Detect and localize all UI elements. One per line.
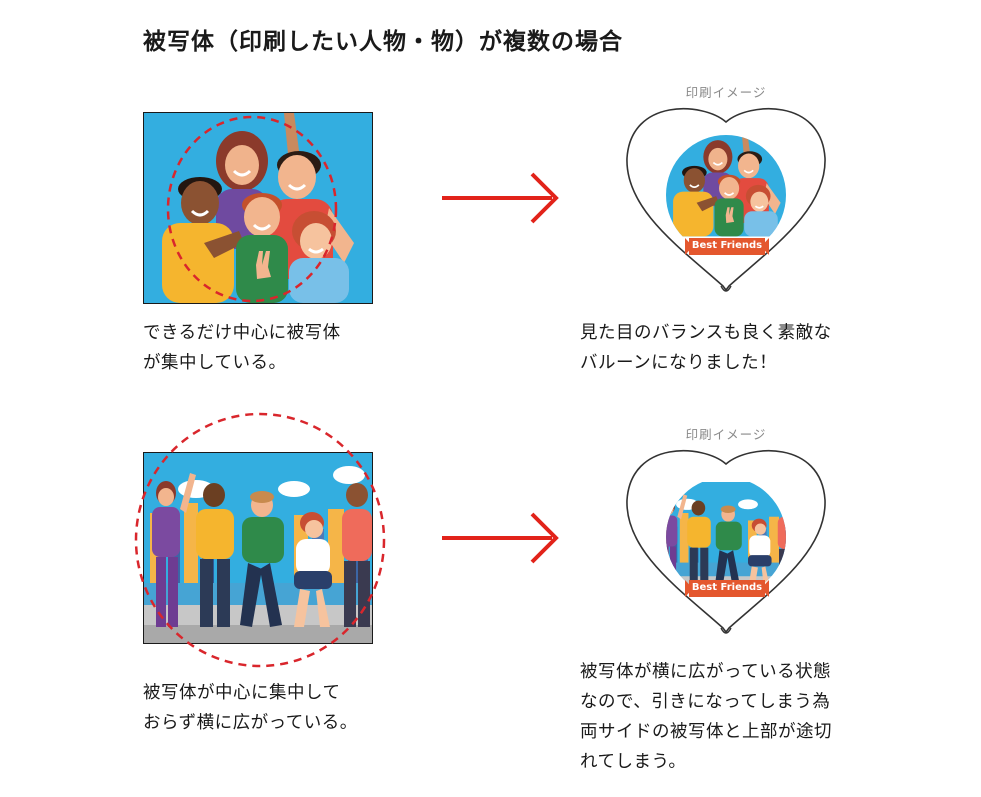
heart-balloon-icon <box>626 107 826 292</box>
right-arrow-icon <box>442 172 559 224</box>
caption-bad: 被写体が中心に集中して おらず横に広がっている。 <box>143 678 358 738</box>
balloon-badge-text: Best Friends <box>691 582 763 593</box>
result-line: なので、引きになってしまう為 <box>580 692 831 712</box>
caption-line: 被写体が中心に集中して <box>143 683 341 703</box>
page-title: 被写体（印刷したい人物・物）が複数の場合 <box>143 29 623 55</box>
right-arrow-icon <box>442 512 559 564</box>
result-bad: 被写体が横に広がっている状態 なので、引きになってしまう為 両サイドの被写体と上… <box>580 657 832 777</box>
caption-line: が集中している。 <box>143 353 287 373</box>
result-good: 見た目のバランスも良く素敵な バルーンになりました！ <box>580 318 832 378</box>
result-line: れてしまう。 <box>580 752 687 772</box>
selfie-photo <box>143 112 373 304</box>
result-line: 見た目のバランスも良く素敵な <box>580 323 832 343</box>
city-photo <box>143 452 373 644</box>
balloon-label: 印刷イメージ <box>685 85 767 100</box>
balloon-badge-text: Best Friends <box>691 240 763 251</box>
heart-balloon-icon <box>626 449 826 634</box>
balloon-label: 印刷イメージ <box>685 427 767 442</box>
result-line: 両サイドの被写体と上部が途切 <box>580 722 832 742</box>
caption-good: できるだけ中心に被写体 が集中している。 <box>143 318 341 378</box>
result-line: バルーンになりました！ <box>580 353 778 373</box>
caption-line: おらず横に広がっている。 <box>143 713 358 733</box>
caption-line: できるだけ中心に被写体 <box>143 323 341 343</box>
result-line: 被写体が横に広がっている状態 <box>580 662 832 682</box>
